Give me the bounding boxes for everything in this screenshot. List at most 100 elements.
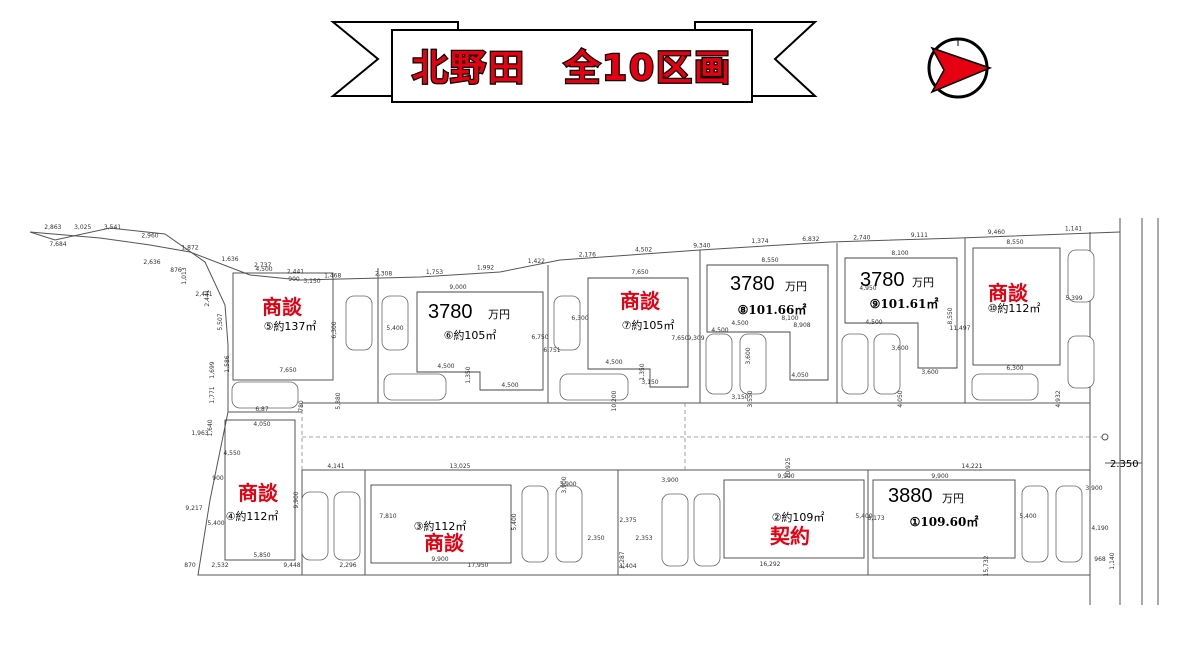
car-icon [301, 491, 329, 561]
dimension-label: 870 [184, 562, 196, 569]
dimension-label: 4,500 [437, 363, 454, 370]
dimension-label: 1,013 [181, 267, 188, 284]
house-1 [872, 479, 1016, 559]
dimension-label: 8,550 [1006, 239, 1023, 246]
car-icon [693, 493, 721, 567]
north-arrow-icon [927, 37, 993, 99]
dimension-label: 4,500 [605, 359, 622, 366]
dimension-label: 5,880 [335, 392, 342, 409]
dimension-label: 900 [212, 475, 224, 482]
dimension-label: 3,150 [303, 278, 320, 285]
dimension-label: 6,87 [255, 406, 269, 413]
dimension-label: 5,400 [855, 513, 872, 520]
dimension-label: 3,600 [745, 347, 752, 364]
dimension-label: 8,550 [761, 257, 778, 264]
dimension-label: 9,900 [293, 491, 300, 508]
private-road: 2.350 [301, 402, 1142, 471]
car-icon [739, 333, 767, 395]
car-icon [1021, 485, 1049, 563]
dimension-label: 9,111 [911, 232, 928, 239]
car-icon [345, 295, 373, 351]
dimension-label: 4,932 [1055, 390, 1062, 407]
lot-4-area: ④約112㎡ [226, 509, 279, 523]
dimension-label: 3,150 [641, 379, 658, 386]
house-2 [723, 479, 865, 559]
lot-9-area: ⑨101.61㎡ [870, 296, 939, 311]
car-icon [841, 333, 869, 395]
dimension-label: 2,375 [619, 517, 636, 524]
dimension-label: 8,100 [781, 315, 798, 322]
lot-10-area: ⑩約112㎡ [988, 301, 1041, 315]
dimension-label: 1,640 [207, 419, 214, 436]
dimension-label: 5,850 [253, 552, 270, 559]
lot-4-status: 商談 [238, 481, 279, 505]
dimension-label: 1,771 [209, 386, 216, 403]
dimension-label: 4,550 [223, 450, 240, 457]
dimension-label: 4,500 [865, 319, 882, 326]
dimension-label: 2,350 [587, 535, 604, 542]
dimension-label: 5,399 [1065, 295, 1082, 302]
dimension-label: 5,400 [207, 520, 224, 527]
dimension-label: 6,300 [1006, 365, 1023, 372]
dimension-label: 9,448 [283, 562, 300, 569]
dimension-label: 2,441 [195, 291, 212, 298]
car-icon [555, 485, 583, 563]
car-icon [553, 295, 581, 351]
dimension-label: 5,507 [217, 313, 224, 330]
dimension-label: 1,404 [619, 563, 636, 570]
dimension-label: 9,309 [687, 335, 704, 342]
dimension-label: 2,441 [204, 289, 211, 306]
dimension-label: 16,292 [760, 561, 781, 568]
dimension-label: 9,900 [431, 556, 448, 563]
dimension-label: 1,141 [1065, 226, 1082, 233]
car-icon [1067, 335, 1095, 389]
dimension-label: 2,308 [375, 271, 392, 278]
dimension-label: 3,900 [661, 477, 678, 484]
dimension-label: 8,908 [793, 322, 810, 329]
dimension-label: 10,925 [785, 457, 792, 478]
dimension-label: 7,650 [671, 335, 688, 342]
lot-7-area: ⑦約105㎡ [622, 318, 675, 332]
page-title: 北野田 全10区画 [412, 47, 732, 89]
dimension-label: 968 [1094, 556, 1106, 563]
dimension-label: 2,532 [211, 562, 228, 569]
dimension-label: 2,296 [339, 562, 356, 569]
house-7 [587, 277, 689, 388]
dimension-label: 2,636 [143, 259, 160, 266]
parking-cars [231, 249, 1095, 567]
road-width-label: 2.350 [1110, 459, 1139, 470]
lot-6-unit: 万円 [488, 308, 510, 321]
dimension-label: 3,900 [559, 481, 576, 488]
dimension-label: 11,497 [950, 325, 971, 332]
car-icon [705, 333, 733, 395]
site-outline [29, 218, 1159, 605]
car-icon [559, 373, 629, 401]
lot-2-status: 契約 [769, 524, 810, 548]
dimension-label: 3,900 [1085, 485, 1102, 492]
car-icon [381, 295, 409, 351]
dimension-label: 3,541 [104, 224, 121, 231]
dimension-label: 8,100 [891, 250, 908, 257]
dimension-label: 2,176 [579, 252, 596, 259]
dimension-label: 9,900 [777, 473, 794, 480]
dimension-label: 3,025 [74, 224, 91, 231]
car-icon [661, 493, 689, 567]
dimension-label: 5,400 [511, 513, 518, 530]
dimension-label: 7,650 [279, 367, 296, 374]
title-banner: 北野田 全10区画 [330, 21, 818, 103]
lot-8-unit: 万円 [785, 280, 807, 293]
dimension-label: 15,732 [983, 555, 990, 576]
dimension-label: 2,287 [619, 551, 626, 568]
lot-8-area: ⑧101.66㎡ [738, 302, 807, 317]
dimension-label: 9,460 [988, 229, 1005, 236]
dimension-label: 6,832 [802, 236, 819, 243]
house-10 [972, 247, 1061, 366]
dimension-label: 6,751 [543, 347, 560, 354]
dimension-label: 6,750 [531, 334, 548, 341]
dimension-label: 3,550 [747, 390, 754, 407]
dimension-label: 4,950 [859, 285, 876, 292]
house-8 [706, 264, 829, 381]
dimension-label: 14,221 [962, 463, 983, 470]
